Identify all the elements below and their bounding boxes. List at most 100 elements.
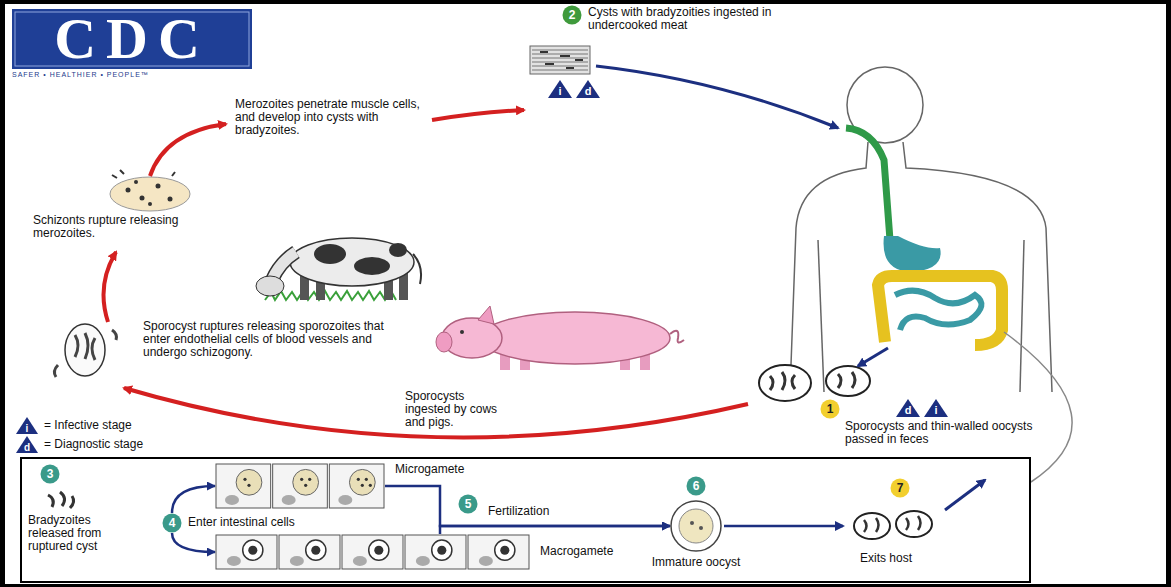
stage-description-holder: Schizonts rupture releasing merozoites.	[33, 214, 193, 240]
edge-label-holder: Fertilization	[486, 505, 551, 518]
legend-text: = Infective stage	[44, 419, 132, 432]
connector-arrow	[385, 486, 670, 526]
connector-arrow	[172, 486, 215, 513]
stage-marker: i	[548, 80, 572, 98]
exit-arrows	[724, 480, 985, 526]
node-shape	[670, 500, 722, 552]
stage-description: Cysts with bradyzoities ingested in unde…	[588, 6, 773, 32]
stage-triangle	[924, 399, 948, 417]
callout-circle	[41, 465, 60, 484]
node-shape	[215, 534, 530, 570]
intestinal-cell	[342, 535, 403, 569]
connector-arrow	[440, 526, 670, 534]
human-outline	[790, 67, 1052, 392]
edge-label: Enter intestinal cells	[186, 516, 297, 529]
intestinal-cell	[273, 464, 328, 508]
legend-letter-holder: i	[16, 423, 38, 434]
legend-text-holder: = Infective stage	[44, 419, 132, 432]
bradyzoites	[48, 492, 74, 508]
cell-strip: Macrogamete	[215, 534, 530, 570]
callout-number: 2	[562, 5, 582, 25]
callout-number-holder: 5	[458, 494, 478, 514]
stage-letter: i	[924, 404, 948, 416]
edge-label-holder: Enter intestinal cells	[186, 516, 297, 529]
stage-letter-holder: i	[548, 85, 572, 97]
callout-node: 6	[686, 476, 706, 496]
cycle-arrows	[104, 66, 889, 437]
intestinal-cell	[216, 535, 277, 569]
stage-label: Macrogamete	[540, 545, 613, 558]
legend-letter: i	[16, 423, 38, 434]
callout-node: 7	[890, 478, 910, 498]
stage-description-holder: Sporocysts and thin-walled oocysts passe…	[845, 420, 1035, 446]
legend-text: = Diagnostic stage	[44, 438, 143, 451]
legend-text-holder: = Diagnostic stage	[44, 438, 143, 451]
stage-description-holder: Cysts with bradyzoities ingested in unde…	[588, 6, 773, 32]
callout-number: 6	[686, 476, 706, 496]
sporocyst	[54, 324, 116, 377]
legend-letter-holder: d	[16, 442, 38, 453]
stage-label: Immature oocyst	[646, 556, 746, 569]
stage-description: Sporocysts ingested by cows and pigs.	[405, 390, 510, 429]
stage-description: Sporocysts and thin-walled oocysts passe…	[845, 420, 1035, 446]
legend-letter: d	[16, 442, 38, 453]
callout-number-holder: 1	[820, 399, 840, 419]
panel-border	[21, 458, 1030, 582]
connector-arrow	[172, 533, 215, 552]
stage-marker: d	[576, 80, 600, 98]
callout-node: 2	[562, 5, 582, 25]
intestinal-cell	[279, 535, 340, 569]
intestinal-cell	[405, 535, 466, 569]
stage-letter: d	[576, 85, 600, 97]
callout-node: 5	[458, 494, 478, 514]
oocyst-content	[679, 509, 713, 543]
stage-caption: Exits host	[860, 552, 912, 565]
cdc-logo	[12, 9, 252, 69]
callout-number: 7	[890, 478, 910, 498]
oocyst-wall	[671, 501, 721, 551]
logo-text: CDC	[14, 9, 250, 69]
callout-node: 4	[162, 513, 182, 533]
digestive-tract	[846, 128, 1002, 345]
stage-label-holder: Immature oocyst	[646, 556, 746, 569]
callout-number: 4	[162, 513, 182, 533]
callout-node: 3	[40, 464, 60, 484]
stage-triangle	[548, 80, 572, 98]
callout-number: 5	[458, 494, 478, 514]
oocysts-in-feces	[759, 365, 870, 401]
stage-description-holder: Merozoites penetrate muscle cells, and d…	[235, 98, 425, 137]
schizont-cyst	[110, 170, 190, 211]
callout-circle	[687, 477, 706, 496]
edge-label: Fertilization	[486, 505, 551, 518]
stage-description: Sporocyst ruptures releasing sporozoites…	[143, 320, 398, 359]
callout-number: 1	[820, 399, 840, 419]
stage-letter: d	[896, 404, 920, 416]
callout-number-holder: 7	[890, 478, 910, 498]
intestinal-phase-panel: Bradyzoites released from ruptured cystE…	[20, 457, 1031, 583]
logo-tagline: SAFER • HEALTHIER • PEOPLE™	[12, 71, 252, 79]
pig	[436, 306, 684, 370]
stage-label: Microgamete	[395, 463, 464, 476]
callout-number: 3	[40, 464, 60, 484]
stage-letter-holder: i	[924, 404, 948, 416]
logo-tagline-holder: SAFER • HEALTHIER • PEOPLE™	[12, 71, 252, 79]
exiting-oocysts	[854, 511, 932, 539]
stage-caption-holder: Bradyzoites released from ruptured cyst	[28, 514, 140, 553]
callout-number-holder: 2	[562, 5, 582, 25]
stage-label-holder: Microgamete	[395, 463, 464, 476]
node-shape	[215, 463, 385, 509]
stage-marker: i	[924, 399, 948, 417]
stage-triangle	[896, 399, 920, 417]
callout-node: 1	[820, 399, 840, 419]
callout-circle	[163, 514, 182, 533]
stage-description-holder: Sporocyst ruptures releasing sporozoites…	[143, 320, 398, 359]
oocyst-circle: Immature oocyst	[670, 500, 722, 552]
callout-circle	[459, 495, 478, 514]
stage-description: Schizonts rupture releasing merozoites.	[33, 214, 193, 240]
intestinal-cell	[216, 464, 271, 508]
stage-label-holder: Macrogamete	[540, 545, 613, 558]
stage-caption-holder: Exits host	[860, 552, 912, 565]
intestinal-cell	[468, 535, 529, 569]
legend-triangle	[16, 417, 38, 453]
